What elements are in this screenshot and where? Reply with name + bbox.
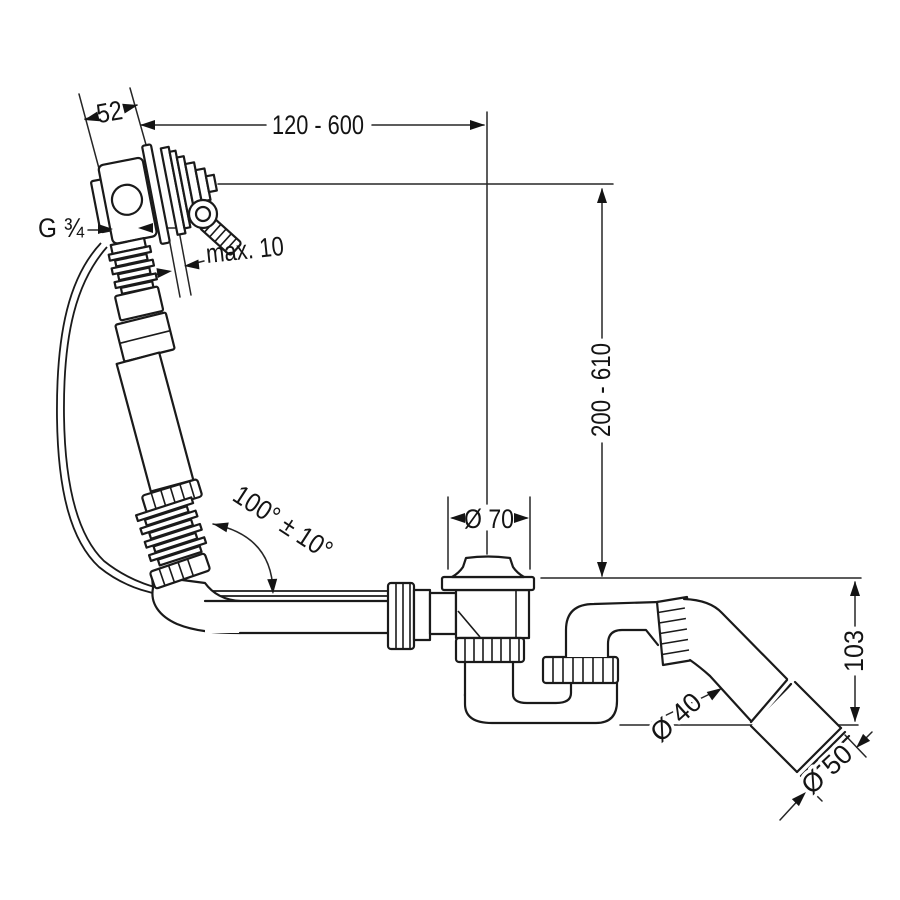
overflow-housing <box>90 143 218 245</box>
trap-inlet-nut <box>454 636 526 664</box>
dimension-103-label: 103 <box>839 630 869 672</box>
dimension-d70-label: Ø 70 <box>464 504 514 534</box>
tee-body <box>454 588 531 640</box>
hose-connector <box>187 198 242 256</box>
overflow-bellows-upper <box>107 236 158 295</box>
overflow-sleeve <box>114 285 165 322</box>
waste-plug <box>450 555 526 579</box>
dimension-g34-label: G ¾ <box>38 213 84 243</box>
dimension-angle-label: 100° ± 10° <box>228 479 338 565</box>
control-cable <box>56 242 416 597</box>
trap-u-bend <box>463 655 620 725</box>
pipe-collar <box>412 588 432 642</box>
horizontal-pipe <box>203 599 394 635</box>
tube-nut-lower <box>149 552 211 590</box>
overflow-union <box>114 311 176 363</box>
dimension-200-610-label: 200 - 610 <box>586 343 616 437</box>
overflow-tube <box>115 351 195 493</box>
overflow-hole <box>110 183 144 216</box>
outlet-end-face <box>795 726 851 782</box>
dimension-52-label: 52 <box>94 95 125 129</box>
outlet-pipe <box>682 597 851 782</box>
wall-plate <box>141 143 171 245</box>
outlet-elbow <box>564 600 661 659</box>
trap-outlet-nut <box>541 655 620 685</box>
overflow-rosette <box>159 145 218 236</box>
dimension-120-600-label: 120 - 600 <box>272 110 364 140</box>
overflow-bellows-lower <box>134 496 208 567</box>
dimension-d40-label: Ø 40 <box>644 687 707 748</box>
waste-tee <box>386 555 536 664</box>
waste-flange <box>440 575 536 592</box>
tee-socket <box>428 591 458 636</box>
